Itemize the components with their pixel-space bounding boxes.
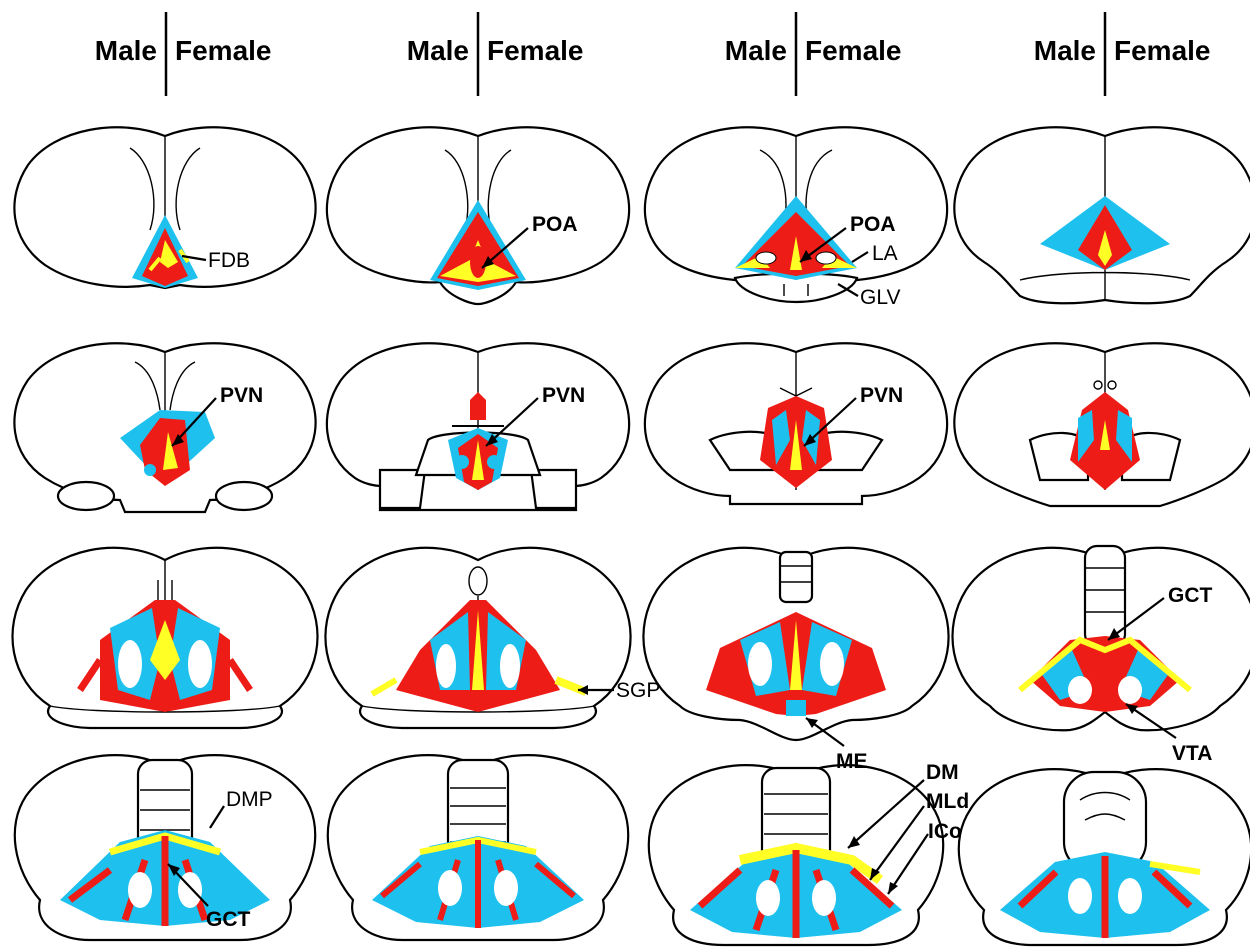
section-r4c2 [328, 755, 628, 940]
label-me: ME [836, 750, 868, 773]
section-r2c2 [327, 343, 629, 510]
section-r1c3 [645, 127, 947, 302]
header-male-1: Male [95, 35, 157, 66]
header-female-2: Female [487, 35, 584, 66]
section-r4c1 [15, 755, 315, 940]
label-sgp: SGP [616, 679, 660, 702]
section-r3c4 [953, 546, 1250, 730]
label-poa-1: POA [532, 213, 578, 236]
section-r3c3 [643, 548, 948, 740]
section-r2c1 [14, 343, 315, 512]
header-female-3: Female [805, 35, 902, 66]
section-r3c2 [325, 548, 630, 728]
label-fdb: FDB [208, 249, 250, 272]
header-col-2: Male Female [407, 12, 584, 96]
label-mld: MLd [926, 790, 969, 813]
label-gct-row3: GCT [1168, 584, 1213, 607]
label-la: LA [872, 242, 898, 265]
section-r2c4 [954, 343, 1250, 506]
section-r1c2 [327, 127, 629, 304]
header-male-2: Male [407, 35, 469, 66]
label-ico: ICo [928, 820, 962, 843]
label-poa-2: POA [850, 213, 896, 236]
header-male-4: Male [1034, 35, 1096, 66]
header-male-3: Male [725, 35, 787, 66]
header-col-4: Male Female [1034, 12, 1211, 96]
label-vta: VTA [1172, 742, 1212, 765]
header-col-1: Male Female [95, 12, 272, 96]
header-female-1: Female [175, 35, 272, 66]
label-pvn-2: PVN [542, 384, 585, 407]
label-glv: GLV [860, 286, 900, 309]
section-r2c3 [645, 343, 947, 504]
label-pvn-3: PVN [860, 384, 903, 407]
section-r3c1 [13, 548, 318, 728]
section-r1c1 [14, 127, 315, 288]
section-r4c4 [959, 769, 1250, 945]
label-dmp: DMP [226, 788, 273, 811]
section-r4c3 [649, 765, 943, 945]
label-pvn-1: PVN [220, 384, 263, 407]
header-female-4: Female [1114, 35, 1211, 66]
section-r1c4 [954, 127, 1250, 303]
label-dm: DM [926, 761, 959, 784]
label-gct-row4: GCT [206, 908, 251, 931]
header-col-3: Male Female [725, 12, 902, 96]
column-headers: Male Female Male Female Male Female Male… [95, 12, 1211, 96]
